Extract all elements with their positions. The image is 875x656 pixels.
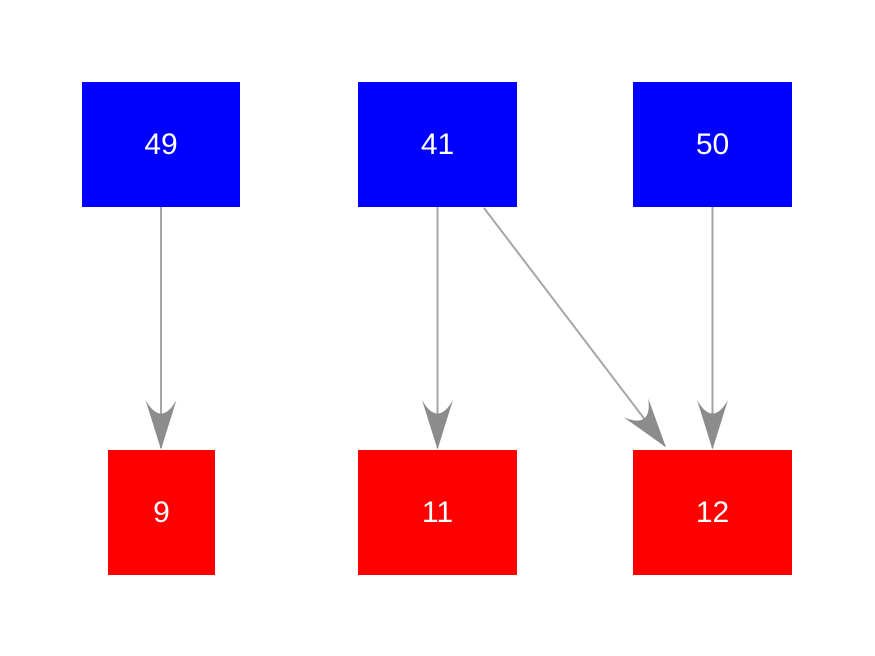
node-label: 9 — [153, 495, 170, 529]
graph-node-49[interactable]: 49 — [82, 82, 240, 207]
edge-41-to-12 — [483, 207, 666, 448]
node-label: 49 — [144, 127, 178, 161]
node-label: 41 — [420, 127, 455, 161]
node-label: 50 — [695, 127, 730, 161]
node-label: 11 — [421, 495, 454, 529]
graph-node-12[interactable]: 12 — [633, 450, 792, 575]
graph-node-9[interactable]: 9 — [108, 450, 215, 575]
graph-node-11[interactable]: 11 — [358, 450, 517, 575]
graph-node-50[interactable]: 50 — [633, 82, 792, 207]
graph-node-41[interactable]: 41 — [358, 82, 517, 207]
node-label: 12 — [695, 495, 730, 529]
